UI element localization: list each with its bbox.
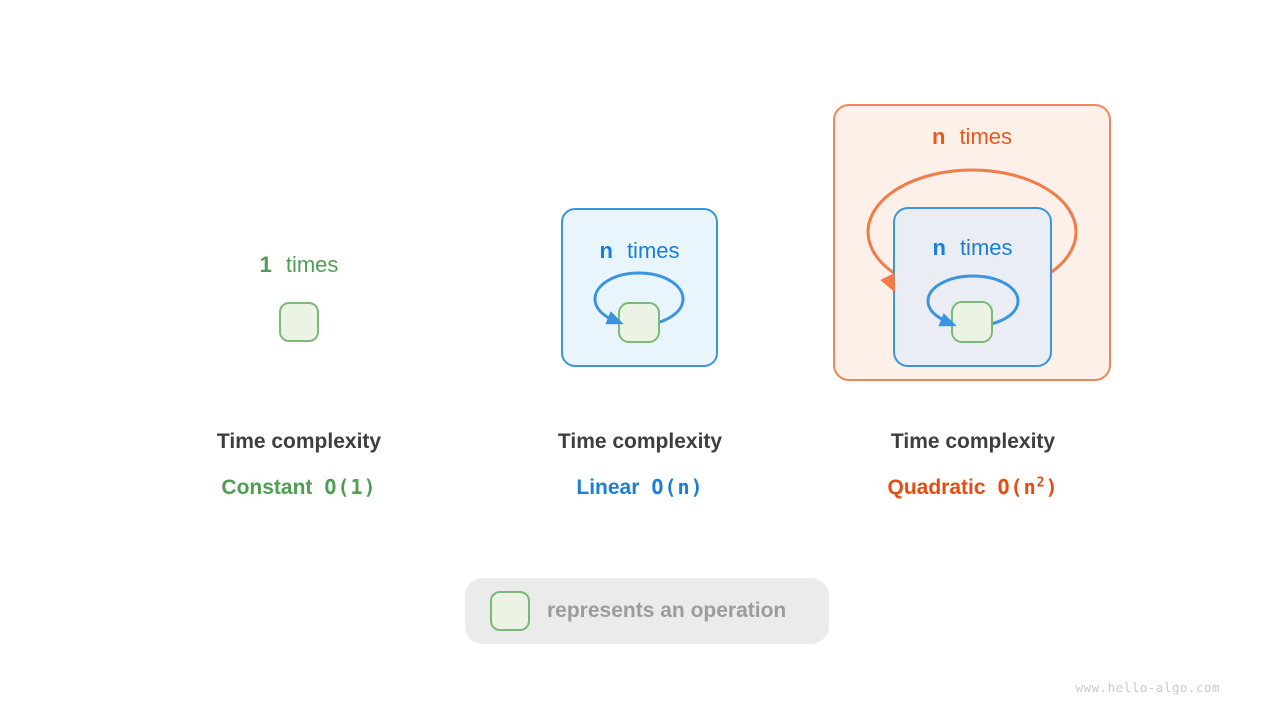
constant-count-word: times (285, 252, 339, 277)
constant-count-value: 1 (259, 252, 272, 277)
quadratic-inner-count-value: n (932, 235, 946, 260)
constant-title: Time complexity (216, 430, 382, 453)
linear-title: Time complexity (557, 430, 723, 453)
watermark: www.hello-algo.com (1075, 680, 1220, 695)
legend-label: represents an operation (547, 599, 787, 622)
constant-operation-square (279, 302, 319, 342)
linear-count-word: times (626, 238, 680, 263)
linear-big-o: O(n) (651, 475, 704, 499)
constant-complexity-name: Constant (221, 476, 313, 499)
quadratic-complexity-name: Quadratic (887, 476, 986, 499)
quadratic-inner-count-word: times (959, 235, 1013, 260)
linear-count-value: n (599, 238, 613, 263)
linear-loop-box (561, 208, 718, 367)
legend-operation-square (490, 591, 530, 631)
constant-big-o: O(1) (324, 475, 377, 499)
linear-complexity: Linear O(n) (540, 475, 740, 500)
constant-count-label: 1 times (199, 252, 399, 278)
linear-complexity-name: Linear (576, 476, 640, 499)
quadratic-big-o: O(n2) (997, 475, 1059, 499)
quadratic-title: Time complexity (890, 430, 1056, 453)
quadratic-outer-count-word: times (959, 124, 1012, 149)
legend: represents an operation (465, 578, 829, 644)
quadratic-outer-count-value: n (931, 124, 946, 149)
quadratic-complexity: Quadratic O(n2) (871, 475, 1075, 500)
constant-complexity: Constant O(1) (199, 475, 399, 500)
